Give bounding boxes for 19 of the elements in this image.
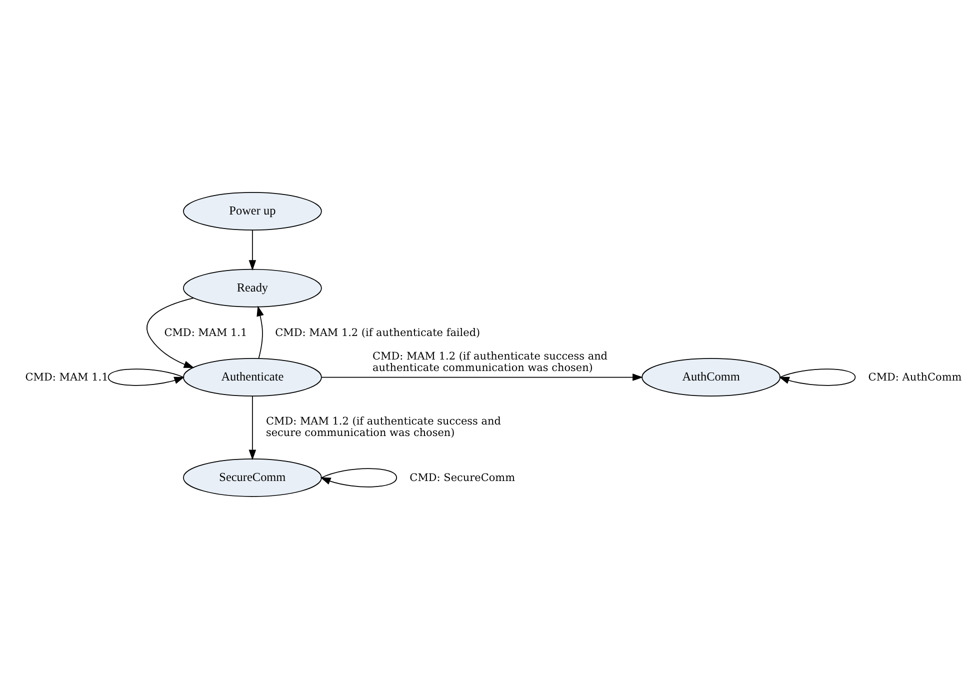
- arrow: [256, 306, 264, 359]
- arrow: [108, 368, 185, 386]
- node-ellipse: AuthComm: [642, 358, 781, 396]
- node-ellipse: Power up: [182, 192, 322, 230]
- node-ellipse: SecureComm: [182, 458, 322, 497]
- arrow: [320, 468, 398, 488]
- arrow: [146, 298, 194, 368]
- node-ellipse: Ready: [182, 268, 322, 308]
- edge-label: CMD: MAM 1.2 (if authenticate success and secure communication was chosen): [266, 416, 501, 439]
- edge-label: CMD: MAM 1.2 (if authenticate failed): [275, 326, 480, 339]
- arrow: [248, 396, 256, 460]
- edge-label: CMD: SecureComm: [410, 472, 516, 484]
- edge-label: CMD: AuthComm: [868, 371, 962, 384]
- arrow: [778, 368, 856, 386]
- arrow: [321, 374, 644, 381]
- edge-label: CMD: MAM 1.1: [25, 371, 108, 384]
- edge-label: CMD: MAM 1.1: [164, 326, 248, 339]
- edge-label: CMD: MAM 1.2 (if authenticate success and authenticate communication was chosen): [372, 350, 608, 374]
- arrow: [248, 230, 256, 271]
